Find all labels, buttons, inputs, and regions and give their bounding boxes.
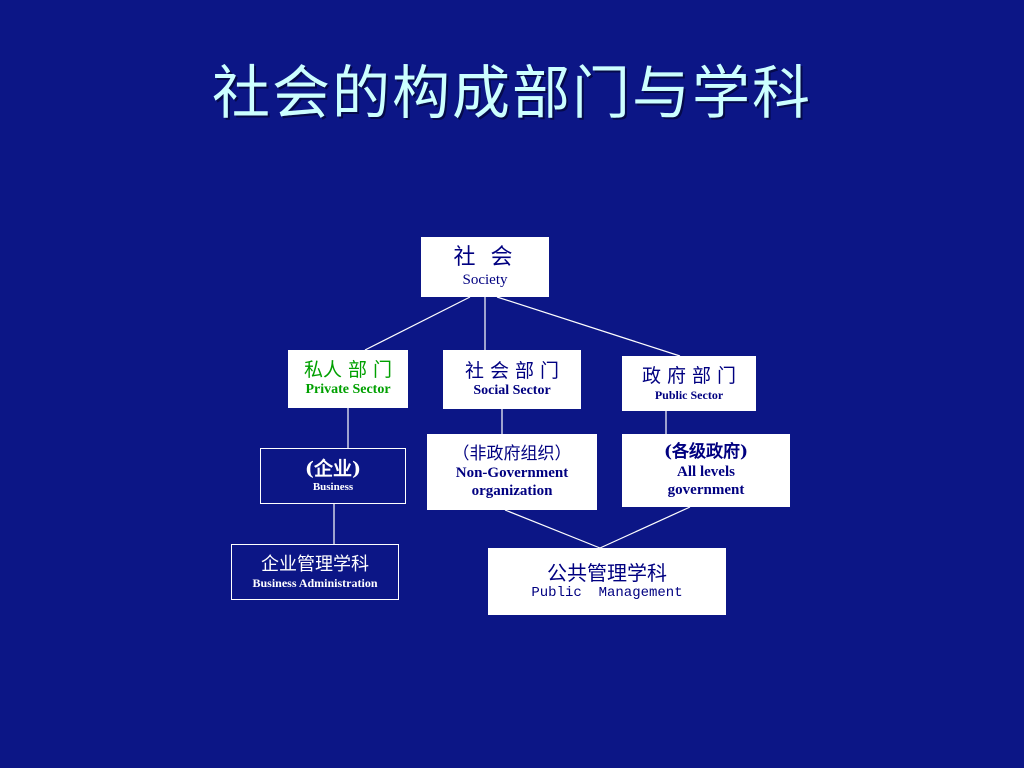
node-business: (企业) Business (260, 448, 406, 504)
node-ngo: （非政府组织） Non-Government organization (427, 434, 597, 510)
node-society: 社 会 Society (421, 237, 549, 297)
node-social-sector-cn: 社 会 部 门 (464, 359, 560, 382)
connector-society-private (364, 296, 471, 351)
node-public-sector-en: Public Sector (654, 387, 724, 402)
node-society-en: Society (462, 272, 508, 289)
node-private-sector-cn: 私人 部 门 (303, 359, 393, 382)
node-society-cn: 社 会 (453, 244, 517, 270)
node-ngo-cn: （非政府组织） (452, 443, 572, 464)
node-government-cn: (各级政府) (663, 442, 749, 463)
node-government-en2: government (667, 481, 745, 498)
node-public-sector-cn: 政 府 部 门 (641, 364, 737, 387)
node-business-en: Business (312, 480, 354, 493)
node-public-management-cn: 公共管理学科 (547, 561, 667, 586)
slide-title: 社会的构成部门与学科 (211, 59, 812, 127)
node-government-en1: All levels (677, 463, 735, 480)
node-business-admin-en: Business Administration (252, 575, 378, 590)
node-ngo-en2: organization (471, 483, 553, 500)
node-government: (各级政府) All levels government (622, 434, 790, 507)
connector-ngo-publicmgmt (504, 509, 601, 549)
node-social-sector: 社 会 部 门 Social Sector (443, 350, 581, 409)
node-public-management-en: Public Management (531, 585, 683, 602)
node-business-admin: 企业管理学科 Business Administration (231, 544, 399, 600)
node-business-cn: (企业) (305, 458, 361, 480)
node-business-admin-cn: 企业管理学科 (261, 554, 369, 575)
node-private-sector-en: Private Sector (305, 382, 391, 397)
node-public-sector: 政 府 部 门 Public Sector (622, 356, 756, 411)
node-public-management: 公共管理学科 Public Management (488, 548, 726, 615)
node-private-sector: 私人 部 门 Private Sector (288, 350, 408, 408)
node-social-sector-en: Social Sector (473, 382, 551, 398)
connector-government-publicmgmt (599, 506, 691, 549)
node-ngo-en1: Non-Government (455, 465, 569, 482)
connector-society-public (496, 296, 681, 357)
